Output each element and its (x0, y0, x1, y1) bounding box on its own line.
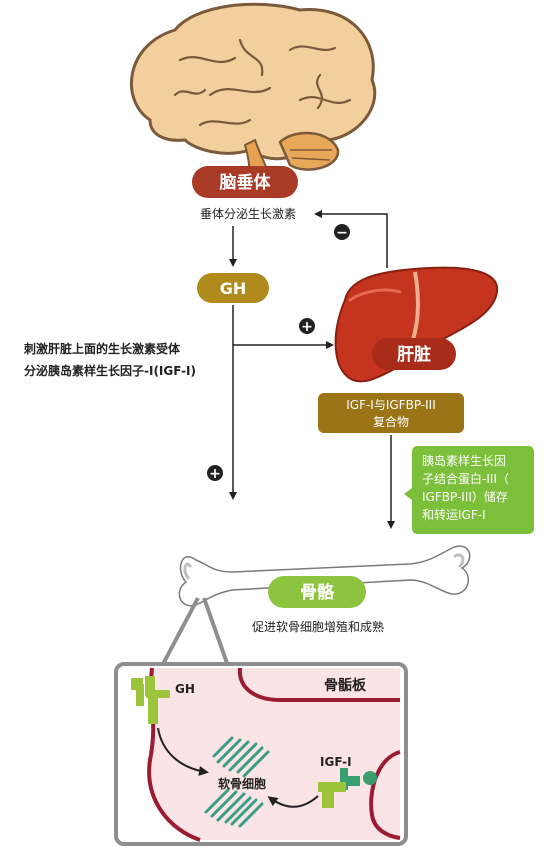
igfbp-note: 胰岛素样生长因 子结合蛋白-III（ IGFBP-III）储存 和转运IGF-I (404, 446, 534, 534)
gh-label: GH (220, 279, 247, 298)
pituitary-node: 脑垂体 (192, 166, 298, 198)
igf-complex-line-1: IGF-I与IGFBP-III (346, 398, 436, 412)
igf-complex-node: IGF-I与IGFBP-III 复合物 (318, 393, 464, 433)
bone-node: 骨骼 (268, 576, 366, 608)
gh-receptor-icon (131, 676, 170, 724)
stimulate-line-1: 刺激肝脏上面的生长激素受体 (23, 341, 181, 356)
svg-text:+: + (301, 319, 313, 335)
bone-effect-label: 促进软骨细胞增殖和成熟 (252, 619, 384, 634)
bone-label: 骨骼 (300, 582, 335, 603)
brain-illustration (129, 2, 377, 181)
inset-gh-label: GH (175, 682, 195, 696)
positive-sign-liver: + (299, 318, 315, 335)
growth-plate-label: 骨骺板 (324, 677, 367, 694)
positive-sign-bone: + (207, 465, 223, 482)
igfbp-note-line-2: 子结合蛋白-III（ (422, 471, 509, 486)
arrow-liver-feedback (314, 210, 388, 268)
inset-callout-lines (160, 597, 230, 667)
chondrocytes-label: 软骨细胞 (218, 776, 266, 791)
liver-node: 肝脏 (372, 338, 456, 370)
svg-text:+: + (209, 466, 221, 482)
pituitary-secretes-label: 垂体分泌生长激素 (200, 207, 296, 221)
bone-illustration (178, 545, 471, 607)
chondrocyte-columns (204, 736, 270, 828)
igfbp-note-line-1: 胰岛素样生长因 (422, 453, 506, 468)
inset-igf-label: IGF-I (320, 755, 352, 769)
svg-text:−: − (336, 225, 348, 241)
arrow-gh-to-chondrocytes (157, 727, 209, 776)
igfbp-note-line-3: IGFBP-III）储存 (422, 489, 508, 504)
negative-sign: − (334, 224, 350, 241)
igf-receptor-icon (318, 768, 377, 808)
gh-node: GH (197, 273, 269, 303)
stimulate-line-2: 分泌胰岛素样生长因子-I(IGF-I) (24, 363, 196, 378)
arrow-igf-to-chondrocytes (267, 795, 319, 808)
pituitary-label: 脑垂体 (220, 172, 272, 193)
igf-complex-line-2: 复合物 (373, 414, 409, 429)
igfbp-note-line-4: 和转运IGF-I (422, 507, 486, 522)
liver-label: 肝脏 (397, 344, 431, 365)
